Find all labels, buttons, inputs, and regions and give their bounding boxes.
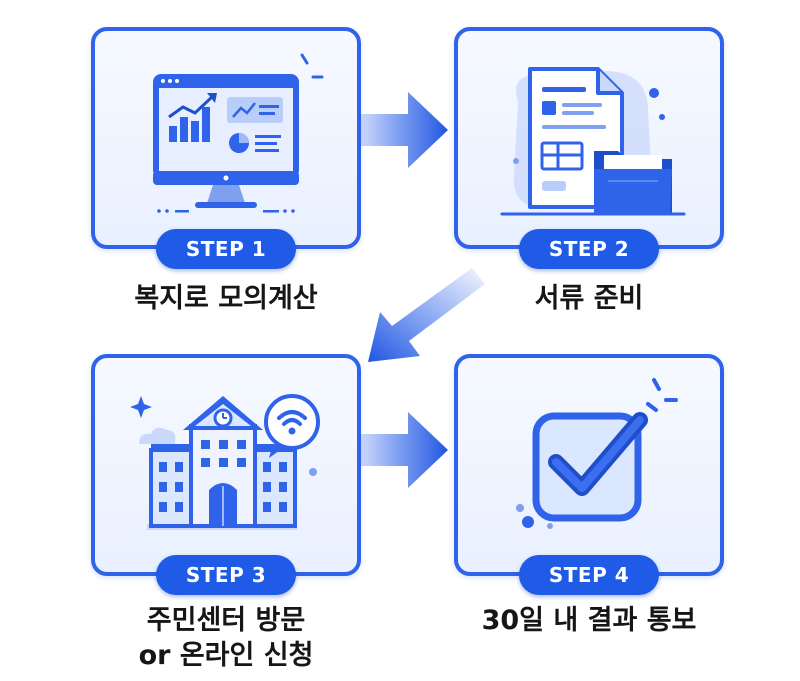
step-1-caption: 복지로 모의계산 [134,283,318,314]
step-4-caption: 30일 내 결과 통보 [481,605,697,636]
step-3-card [91,354,361,576]
step-1-badge: STEP 1 [156,229,296,269]
checkbox-checkmark-icon [516,378,678,529]
computer-monitor-chart-icon [153,53,324,213]
step-3-caption-line2: or 온라인 신청 [138,640,314,671]
step-3-caption-line1: 주민센터 방문 [146,605,306,636]
step-2-caption: 서류 준비 [534,283,644,314]
step-1-card [91,27,361,249]
community-center-building-icon [130,394,320,530]
step-2-badge: STEP 2 [519,229,659,269]
step-4-badge: STEP 4 [519,555,659,595]
step-4-card [454,354,724,576]
step-2-card [454,27,724,249]
step-3-badge: STEP 3 [156,555,296,595]
documents-folder-icon [500,67,686,216]
